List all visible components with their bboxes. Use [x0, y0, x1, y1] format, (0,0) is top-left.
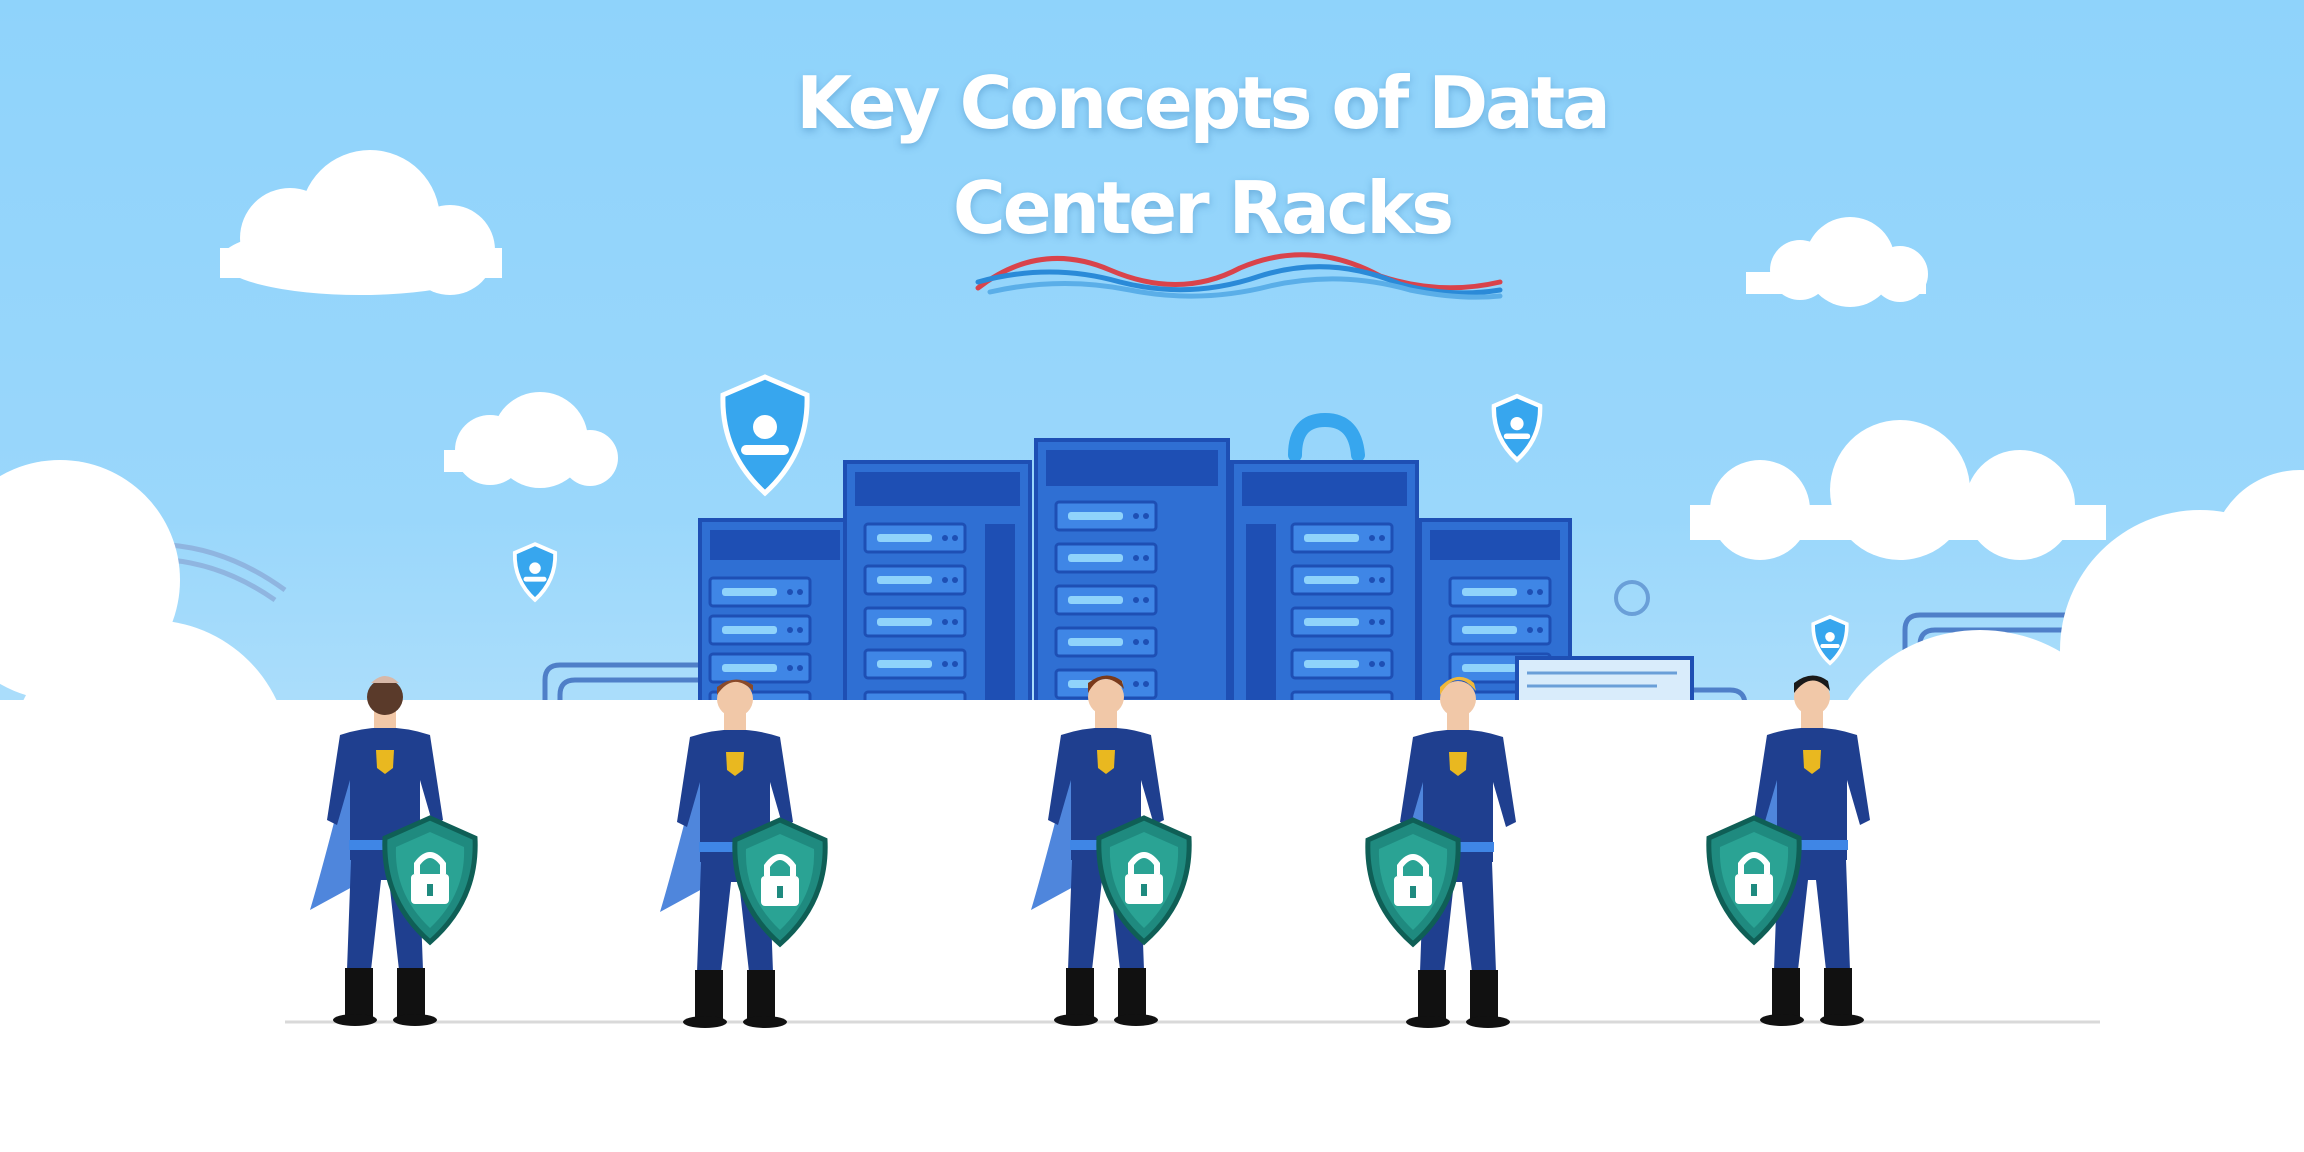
cloud-right-mid	[1690, 420, 2106, 560]
cloud-left-top	[220, 150, 502, 295]
security-shield-icon	[720, 374, 810, 497]
security-shield-icon	[1811, 614, 1849, 666]
guard-figure	[1368, 676, 1516, 1028]
cloud-right-top	[1746, 217, 1928, 307]
page-title-line-2: Center Racks	[952, 166, 1454, 250]
title-underline-waves	[975, 252, 1503, 300]
cable-loops	[169, 542, 2080, 790]
guard-figure	[1709, 675, 1870, 1026]
gear-icon	[1614, 580, 1650, 616]
guard-figure	[1031, 675, 1189, 1026]
page-title-line-1: Key Concepts of Data	[796, 61, 1611, 145]
security-shield-icon	[1491, 393, 1543, 463]
guard-figure	[660, 679, 825, 1028]
cloud-icon	[1288, 412, 1365, 462]
cloud-left-mid	[444, 392, 618, 488]
guard-figure	[310, 676, 475, 1026]
security-shield-icon	[512, 542, 558, 603]
